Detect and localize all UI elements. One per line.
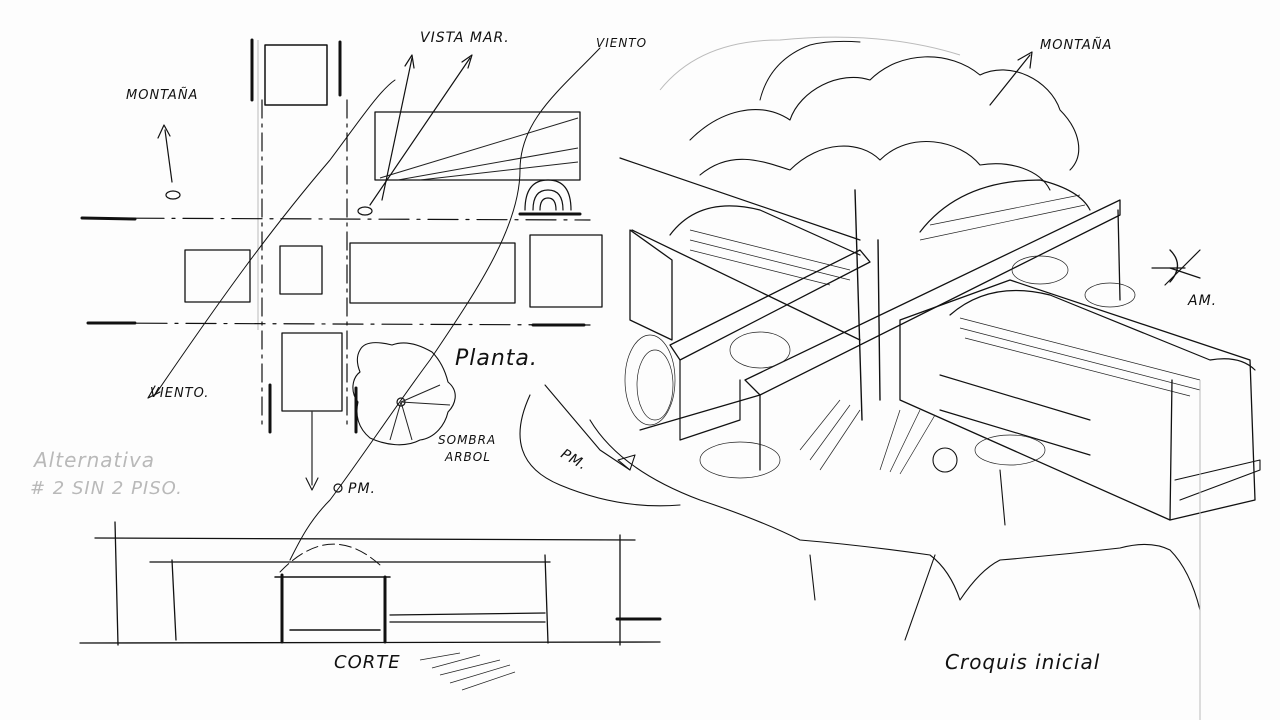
label-am: AM. <box>1188 293 1218 309</box>
label-croquis-inicial: Croquis inicial <box>945 650 1101 674</box>
label-viento-top: VIENTO <box>596 36 648 50</box>
label-alternativa-2: # 2 SIN 2 PISO. <box>30 478 183 499</box>
label-vista-mar: VISTA MAR. <box>420 30 510 46</box>
label-montana-plan: MONTAÑA <box>126 88 199 103</box>
section-drawing <box>79 521 662 691</box>
label-montana-sketch: MONTAÑA <box>1040 38 1113 53</box>
label-arbol: ARBOL <box>445 450 491 464</box>
label-alternativa: Alternativa <box>34 448 156 472</box>
label-sombra: SOMBRA <box>438 433 497 447</box>
vegetation-hatching <box>624 255 1136 479</box>
label-pm-plan: PM. <box>348 481 376 497</box>
label-corte: CORTE <box>334 652 401 673</box>
perspective-drawing <box>519 36 1261 720</box>
plan-drawing <box>80 38 603 561</box>
label-viento-left: VIENTO. <box>150 386 210 401</box>
label-planta: Planta. <box>455 346 538 371</box>
